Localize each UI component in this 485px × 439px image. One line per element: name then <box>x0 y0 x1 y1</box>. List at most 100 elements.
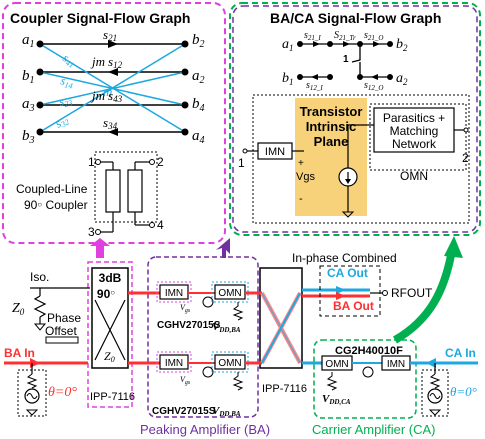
ba-out-arrow <box>336 292 346 300</box>
coupler-port2-label: 2 <box>157 155 164 169</box>
label-b2: b2 <box>192 32 205 50</box>
baca-arrow-2 <box>343 41 350 47</box>
ba-out-label: BA Out <box>333 299 374 313</box>
edge-s32 <box>39 71 186 106</box>
parasitics-line3: Network <box>392 137 437 151</box>
baca-label-s21i: s21_I <box>304 30 321 42</box>
coupler-port3-label: 3 <box>88 225 95 239</box>
ba-top-transistor-name: CGHV27015S <box>157 320 221 331</box>
baca-label-a1: a1 <box>282 37 294 53</box>
coupler-port4-node <box>149 222 155 228</box>
baca-ground <box>341 211 355 218</box>
ca-vdd: VDD,CA <box>322 393 351 406</box>
baca-omn-label: OMN <box>400 169 428 183</box>
node-b4 <box>181 101 189 109</box>
phase-offset-line2: Offset <box>45 324 77 338</box>
ba-in-label: BA In <box>4 346 35 360</box>
transistor-line1: Transistor <box>300 104 363 119</box>
coupler-dotted-box <box>94 151 158 223</box>
baca-port1-label: 1 <box>238 156 245 170</box>
label-a3: a3 <box>22 96 35 114</box>
ba-top-omn-label: OMN <box>218 288 241 299</box>
transistor-line3: Plane <box>314 134 349 149</box>
ca-src-ground <box>428 409 442 416</box>
edge-s12-arrow <box>108 68 118 76</box>
peaking-amplifier-label: Peaking Amplifier (BA) <box>140 422 270 437</box>
in-phase-label: In-phase Combined <box>292 251 397 265</box>
schematic: Iso. Z0 Phase Offset BA In θ=0° 3dB 90○ … <box>4 251 478 437</box>
edge-s34-arrow <box>108 128 118 136</box>
ba-top-vgs: Vgs <box>180 303 191 314</box>
transistor-plane <box>295 98 367 216</box>
parasitics-line2: Matching <box>390 124 439 138</box>
label-a4: a4 <box>192 128 205 146</box>
baca-node-a1 <box>297 41 303 47</box>
carrier-group-box <box>313 339 417 419</box>
label-s34: s34 <box>103 115 118 131</box>
coupler-cross-2 <box>94 299 126 361</box>
coupler-caption-line1: Coupled-Line <box>16 182 88 196</box>
ca-transistor <box>362 366 374 378</box>
ba-top-bias <box>232 302 244 321</box>
baca-feedback <box>351 44 361 63</box>
label-b1: b1 <box>22 68 35 86</box>
parasitics-line1: Parasitics + <box>383 111 445 125</box>
coupler-port2-node <box>149 159 155 165</box>
ba-top-imn-label: IMN <box>165 288 183 299</box>
baca-panel-title: BA/CA Signal-Flow Graph <box>270 10 441 26</box>
baca-arrow-1 <box>313 41 320 47</box>
peaking-group-box <box>147 256 259 418</box>
ca-src-res <box>429 373 441 389</box>
carrier-amplifier-label: Carrier Amplifier (CA) <box>312 422 436 437</box>
baca-label-a2: a2 <box>396 71 408 87</box>
ca-bias <box>326 372 338 391</box>
iso-ground <box>33 323 47 331</box>
baca-panel-border-purple <box>232 5 478 233</box>
output-dashed-box <box>319 265 381 317</box>
node-b3 <box>36 128 44 136</box>
baca-panel-border-green <box>229 2 481 236</box>
cs-arrow-head <box>345 179 351 184</box>
coupler-line-left <box>105 169 121 213</box>
coupler-3db: 3dB <box>99 271 122 285</box>
ba-link-arrow <box>216 238 230 258</box>
phase-offset-line1: Phase <box>47 311 81 325</box>
coupler-panel: Coupler Signal-Flow Graph a1 b2 b1 a2 a3… <box>2 2 226 244</box>
baca-port2-label: 2 <box>462 151 469 165</box>
phase-offset-line <box>45 336 79 344</box>
baca-node-a2 <box>387 74 393 80</box>
coupler-port3-node <box>95 229 101 235</box>
ca-out-label: CA Out <box>327 266 368 280</box>
baca-inner-box <box>252 94 470 224</box>
ba-bot-imn-label: IMN <box>165 358 183 369</box>
baca-label-s12i: s12_I <box>306 80 323 92</box>
rfout-label: RFOUT <box>391 286 433 300</box>
ba-bot-bias <box>232 372 244 391</box>
ba-src-wave <box>26 393 38 399</box>
theta-right: θ=0° <box>450 384 477 399</box>
ca-out-arrow <box>336 286 346 294</box>
node-b1 <box>36 68 44 76</box>
baca-arrow-3 <box>373 41 380 47</box>
coupler-panel-title: Coupler Signal-Flow Graph <box>10 10 190 26</box>
baca-node-lower1 <box>327 74 333 80</box>
label-b3: b3 <box>22 128 35 146</box>
baca-port1-node <box>242 148 248 154</box>
baca-label-b2: b2 <box>396 37 408 53</box>
baca-arrow-4 <box>311 74 318 80</box>
node-a1 <box>36 40 44 48</box>
label-s32: s32 <box>53 112 71 131</box>
transistor-line2: Intrinsic <box>306 119 357 134</box>
baca-node-b2 <box>387 41 393 47</box>
baca-label-s21o: s21_O <box>364 30 383 42</box>
ba-bot-transistor-name: CGHV27015S <box>152 406 216 417</box>
label-s21: s21 <box>103 27 117 43</box>
edge-s21-arrow <box>108 40 118 48</box>
coupler-port1-node <box>95 159 101 165</box>
baca-vgs: Vgs <box>296 171 315 183</box>
combiner-blue-cross-2 <box>261 292 301 364</box>
